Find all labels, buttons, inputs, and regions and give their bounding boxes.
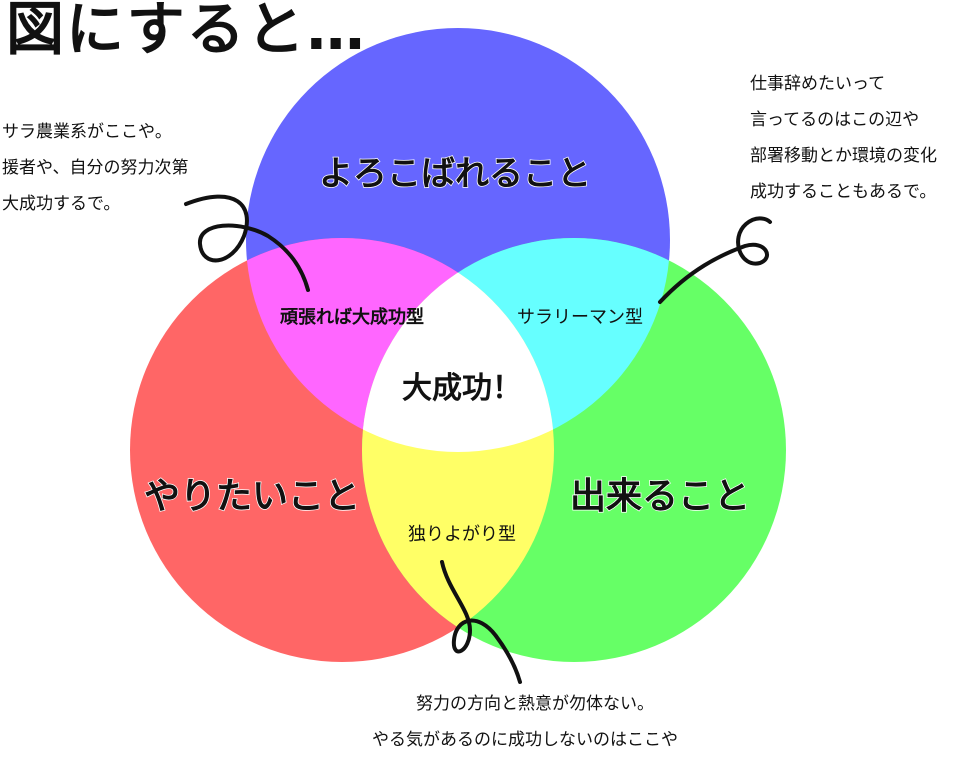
right-note-line: 仕事辞めたいって	[750, 74, 886, 94]
bottom-note: 努力の方向と熱意が勿体ない。 やる気があるのに成功しないのはここや	[372, 686, 678, 758]
top-left-overlap-label: 頑張れば大成功型	[279, 306, 424, 328]
bottom-note-line: やる気があるのに成功しないのはここや	[372, 730, 678, 750]
left-note-line: 援者や、自分の努力次第	[2, 158, 189, 178]
right-note-line: 成功することもあるで。	[750, 182, 937, 202]
top-right-overlap-label: サラリーマン型	[517, 307, 643, 328]
left-note-line: 大成功するで。	[2, 194, 121, 214]
left-right-overlap-label: 独りよがり型	[408, 524, 516, 545]
page-title: 図にすると…	[6, 0, 367, 63]
left-note-pointer	[184, 194, 310, 292]
right-circle-label: 出来ること	[570, 476, 750, 517]
right-note: 仕事辞めたいって 言ってるのはこの辺や 部署移動とか環境の変化 成功することもあ…	[750, 66, 937, 210]
left-note-line: サラ農業系がここや。	[2, 122, 172, 142]
center-label: 大成功！	[402, 371, 522, 406]
left-circle-label: やりたいこと	[144, 476, 360, 517]
right-note-line: 言ってるのはこの辺や	[750, 110, 920, 130]
top-circle-label: よろこばれること	[319, 154, 591, 194]
center-overlap	[362, 238, 554, 452]
right-note-pointer	[658, 216, 772, 304]
bottom-note-pointer	[440, 560, 522, 684]
left-note: サラ農業系がここや。 援者や、自分の努力次第 大成功するで。	[2, 114, 189, 222]
bottom-note-line: 努力の方向と熱意が勿体ない。	[416, 694, 654, 714]
right-note-line: 部署移動とか環境の変化	[750, 146, 937, 166]
